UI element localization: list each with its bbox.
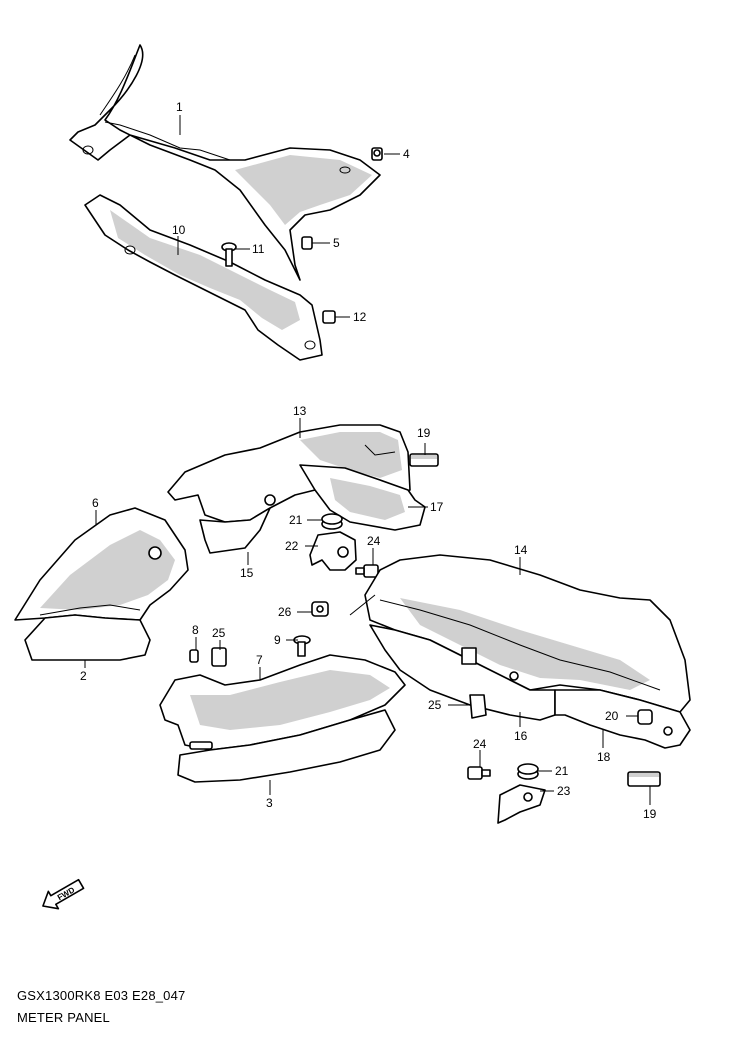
callout-8: 8 (192, 623, 199, 637)
part-18-side-trim (554, 689, 691, 749)
callout-19-lower: 19 (643, 807, 657, 821)
part-9-screw (293, 635, 311, 657)
part-21-grommet-lower (517, 763, 539, 780)
part-10-inner-bracket-panel (84, 194, 323, 361)
callout-1: 1 (176, 100, 183, 114)
part-6-left-side-panel (14, 507, 189, 621)
fastener-12 (322, 310, 336, 324)
fastener-5 (301, 236, 313, 250)
callout-21-lower: 21 (555, 764, 569, 778)
callout-14: 14 (514, 543, 528, 557)
callout-25-upper: 25 (212, 626, 226, 640)
callout-26: 26 (278, 605, 292, 619)
callout-17: 17 (430, 500, 444, 514)
callout-5: 5 (333, 236, 340, 250)
part-2-left-lower-trim (24, 604, 151, 661)
callout-24-lower: 24 (473, 737, 487, 751)
screw-11 (221, 242, 237, 267)
part-21-grommet-upper (321, 513, 343, 530)
part-8-screw (189, 649, 199, 663)
diagram-code: GSX1300RK8 E03 E28_047 (17, 988, 186, 1003)
callout-labels: 1 4 10 11 5 12 13 19 17 21 22 24 15 14 6… (80, 100, 657, 821)
callout-2: 2 (80, 669, 87, 683)
part-24-bolt-lower (467, 766, 491, 780)
callout-9: 9 (274, 633, 281, 647)
callout-23: 23 (557, 784, 571, 798)
part-14-meter-cover (364, 554, 691, 713)
callout-16: 16 (514, 729, 528, 743)
part-15-lower-center-trim (199, 507, 271, 554)
part-24-bolt-upper (355, 564, 379, 578)
callout-13: 13 (293, 404, 307, 418)
part-22-bracket (309, 531, 357, 571)
callout-21-upper: 21 (289, 513, 303, 527)
part-20-screw (637, 709, 653, 725)
callout-6: 6 (92, 496, 99, 510)
part-19-rubber-block-lower (627, 771, 661, 787)
part-25-clip-lower (469, 694, 487, 719)
callout-24-upper: 24 (367, 534, 381, 548)
callout-3: 3 (266, 796, 273, 810)
callout-18: 18 (597, 750, 611, 764)
callout-19-upper: 19 (417, 426, 431, 440)
callout-12: 12 (353, 310, 367, 324)
part-3-front-cowl-lower (177, 709, 396, 783)
callout-4: 4 (403, 147, 410, 161)
part-16-lower-side-cover (369, 624, 556, 721)
fastener-4 (371, 147, 383, 161)
callout-22: 22 (285, 539, 299, 553)
callout-7: 7 (256, 653, 263, 667)
callout-10: 10 (172, 223, 186, 237)
part-26-fastener (311, 601, 329, 617)
diagram-title: METER PANEL (17, 1010, 110, 1025)
part-7-front-cowl-inner (159, 654, 406, 751)
part-1-upper-inner-panel (69, 44, 381, 281)
callout-11: 11 (252, 242, 265, 256)
part-17-center-cover (299, 464, 426, 531)
callout-20: 20 (605, 709, 619, 723)
leader-lines (84, 115, 651, 805)
callout-25-lower: 25 (428, 698, 442, 712)
part-23-bracket (497, 784, 546, 824)
part-25-clip-upper (211, 647, 227, 667)
part-19-rubber-block-upper (409, 453, 439, 467)
fwd-arrow-icon: FWD (42, 878, 85, 910)
callout-15: 15 (240, 566, 254, 580)
